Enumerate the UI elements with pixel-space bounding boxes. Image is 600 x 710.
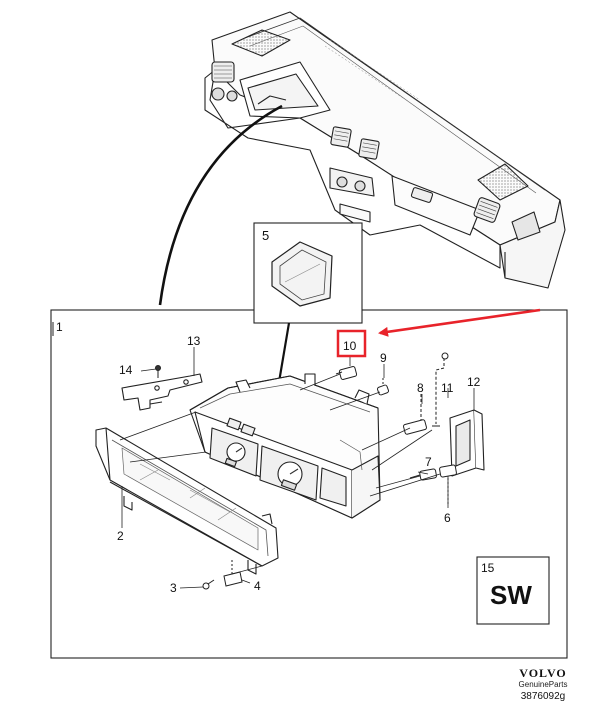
brand-subtitle: GenuineParts <box>518 680 568 689</box>
highlight-box-10 <box>336 329 367 358</box>
clip-4 <box>223 560 243 587</box>
part-11 <box>432 352 449 427</box>
bulb-9 <box>376 378 390 396</box>
screw-3 <box>202 579 215 590</box>
highlight-arrow <box>378 308 541 337</box>
socket-7 <box>409 468 437 481</box>
svg-text:15: 15 <box>481 561 495 575</box>
callout-box-5: 5 <box>253 222 363 324</box>
leader-lines <box>119 347 475 589</box>
bezel-glass-part <box>271 241 333 307</box>
leader-curve <box>158 104 283 306</box>
volvo-genuine-parts-logo: VOLVO GenuineParts 3876092g <box>498 667 588 703</box>
callout-7: 7 <box>425 455 432 469</box>
drawing-number: 3876092g <box>520 691 566 702</box>
callout-9: 9 <box>380 351 387 365</box>
instrument-cluster <box>189 373 381 519</box>
callout-2: 2 <box>117 529 124 543</box>
bulb-socket-10 <box>335 366 358 380</box>
callout-3: 3 <box>170 581 177 595</box>
callout-14: 14 <box>119 363 133 377</box>
callout-6: 6 <box>444 511 451 525</box>
sw-label: SW <box>490 580 532 610</box>
brand-name: VOLVO <box>519 666 567 680</box>
callout-4: 4 <box>254 579 261 593</box>
part-8 <box>403 394 427 435</box>
callout-12: 12 <box>467 375 481 389</box>
front-bezel <box>95 427 279 575</box>
svg-text:5: 5 <box>262 228 269 243</box>
callout-8: 8 <box>417 381 424 395</box>
connector-12 <box>449 409 485 477</box>
sw-badge-15: 15 SW <box>476 556 550 625</box>
frame-label: 1 <box>56 320 63 334</box>
callout-13: 13 <box>187 334 201 348</box>
screw-14 <box>155 365 161 378</box>
dashboard-overview <box>204 11 566 289</box>
callout-10: 10 <box>343 339 357 353</box>
mounting-bracket <box>121 373 203 411</box>
callout-11: 11 <box>441 381 454 395</box>
